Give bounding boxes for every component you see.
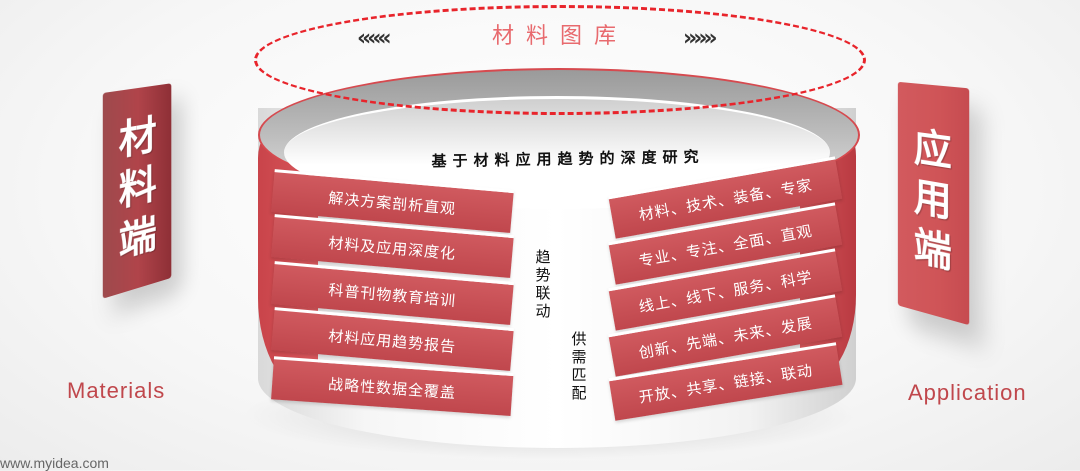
application-side-panel: 应 用 端 bbox=[897, 81, 970, 326]
supply-match-label: 供需匹配 bbox=[571, 330, 587, 402]
application-label: Application bbox=[908, 380, 1027, 405]
panel-char: 端 bbox=[118, 210, 157, 267]
panel-char: 材 bbox=[118, 111, 157, 165]
library-ellipse bbox=[254, 5, 866, 115]
chevrons-right-icon: »»» bbox=[683, 26, 718, 51]
watermark: www.myidea.com bbox=[0, 455, 109, 471]
panel-char: 端 bbox=[913, 223, 952, 278]
library-title: 材料图库 bbox=[491, 24, 628, 49]
materials-side-panel: 材 料 端 bbox=[102, 83, 172, 299]
chevrons-left-icon: ««« bbox=[357, 26, 392, 51]
materials-label: Materials bbox=[67, 378, 166, 403]
panel-char: 应 bbox=[913, 124, 952, 177]
panel-char: 料 bbox=[118, 161, 157, 216]
trend-link-label: 趋势联动 bbox=[535, 248, 551, 320]
panel-char: 用 bbox=[913, 173, 952, 227]
